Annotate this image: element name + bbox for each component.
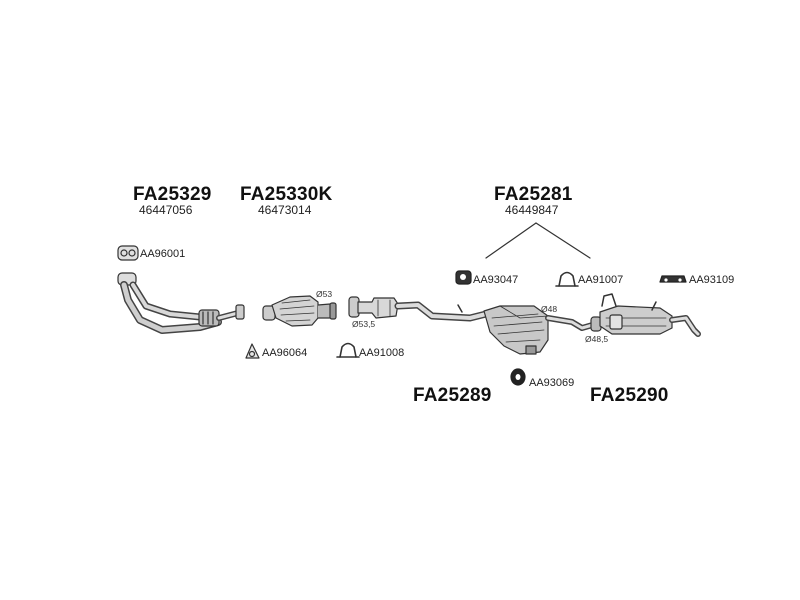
front-pipe-fa25329 — [117, 272, 245, 334]
clamp-icon — [336, 342, 360, 358]
gasket-icon — [117, 245, 139, 261]
part-label-aa91007[interactable]: AA91007 — [578, 274, 624, 286]
middle-silencer-fa25281 — [348, 296, 490, 322]
part-code-rear-silencer[interactable]: FA25290 — [590, 385, 669, 406]
clamp-icon — [555, 271, 579, 287]
part-code-center-silencer[interactable]: FA25289 — [413, 385, 492, 406]
rubber-ring-icon — [510, 368, 526, 386]
dimension-label: Ø53 — [316, 289, 333, 299]
hanger-strip-icon — [659, 275, 687, 283]
triangle-gasket-icon — [245, 343, 260, 359]
part-code-middle-silencer[interactable]: FA25281 — [494, 184, 573, 205]
oem-number-middle-silencer: 46449847 — [505, 203, 559, 217]
part-code-catalytic-converter[interactable]: FA25330K — [240, 184, 333, 205]
rubber-mount-icon — [455, 270, 472, 285]
fa25281-leader-lines — [485, 222, 591, 259]
oem-number-front-pipe: 46447056 — [139, 203, 193, 217]
part-label-aa93069[interactable]: AA93069 — [529, 377, 575, 389]
part-label-aa96064[interactable]: AA96064 — [262, 347, 308, 359]
part-label-aa93109[interactable]: AA93109 — [689, 274, 735, 286]
dimension-label: Ø48,5 — [585, 334, 609, 344]
catalytic-converter-fa25330k — [262, 295, 337, 327]
dimension-label: Ø48 — [541, 304, 558, 314]
dimension-label: Ø53,5 — [352, 319, 376, 329]
part-code-front-pipe[interactable]: FA25329 — [133, 184, 212, 205]
rear-silencer-fa25290 — [590, 293, 701, 337]
part-label-aa96001[interactable]: AA96001 — [140, 248, 186, 260]
oem-number-catalytic-converter: 46473014 — [258, 203, 312, 217]
part-label-aa93047[interactable]: AA93047 — [473, 274, 519, 286]
part-label-aa91008[interactable]: AA91008 — [359, 347, 405, 359]
center-silencer-fa25289 — [483, 305, 599, 355]
